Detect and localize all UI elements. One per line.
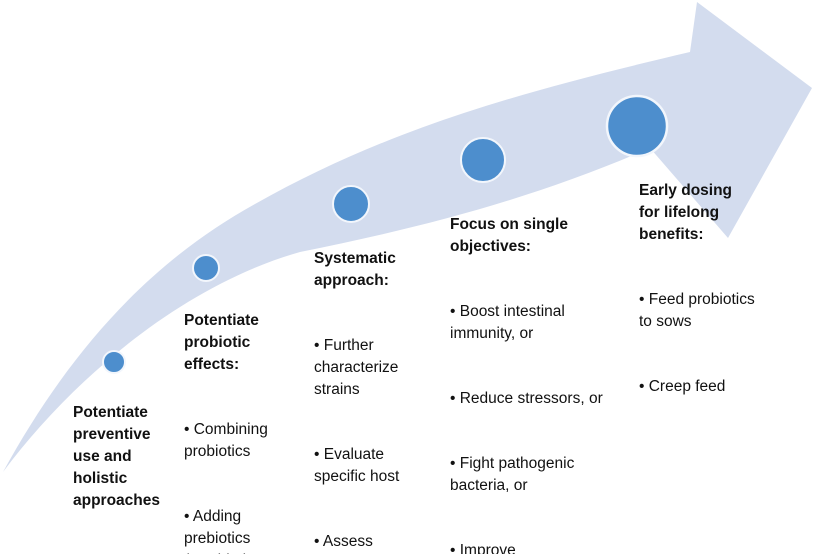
stage-1-title: Potentiate preventive use and holistic a…	[73, 404, 161, 509]
stage-4-bullet-4: • Improve performance	[450, 542, 516, 554]
stage-3-circle	[332, 185, 370, 223]
stage-4-circle	[460, 137, 506, 183]
stage-5-block: Early dosing for lifelong benefits: • Fe…	[639, 158, 789, 441]
stage-2-bullet-2: • Adding prebiotics (symbiotic concept)	[184, 508, 254, 554]
stage-5-bullet-1: • Feed probiotics to sows	[639, 291, 755, 330]
stage-3-bullet-2: • Evaluate specific host	[314, 446, 400, 485]
stage-2-block: Potentiate probiotic effects: • Combinin…	[184, 288, 302, 554]
stage-5-circle	[605, 94, 669, 158]
stage-1-block: Potentiate preventive use and holistic a…	[73, 380, 183, 554]
stage-2-bullet-1: • Combining probiotics	[184, 421, 268, 460]
stage-4-title: Focus on single objectives:	[450, 216, 568, 255]
stage-4-bullet-2: • Reduce stressors, or	[450, 390, 603, 407]
stage-2-title: Potentiate probiotic effects:	[184, 312, 259, 373]
stage-3-block: Systematic approach: • Further character…	[314, 226, 442, 554]
stage-5-title: Early dosing for lifelong benefits:	[639, 182, 733, 243]
stage-1-circle	[102, 350, 126, 374]
stage-4-bullet-1: • Boost intestinal immunity, or	[450, 303, 565, 342]
stage-2-circle	[192, 254, 220, 282]
stage-3-bullet-1: • Further characterize strains	[314, 337, 399, 398]
stage-4-block: Focus on single objectives: • Boost inte…	[450, 192, 632, 554]
stage-3-title: Systematic approach:	[314, 250, 396, 289]
stage-4-bullet-3: • Fight pathogenic bacteria, or	[450, 455, 575, 494]
stage-5-bullet-2: • Creep feed	[639, 378, 726, 395]
stage-3-bullet-3: • Assess specific context	[314, 533, 373, 550]
